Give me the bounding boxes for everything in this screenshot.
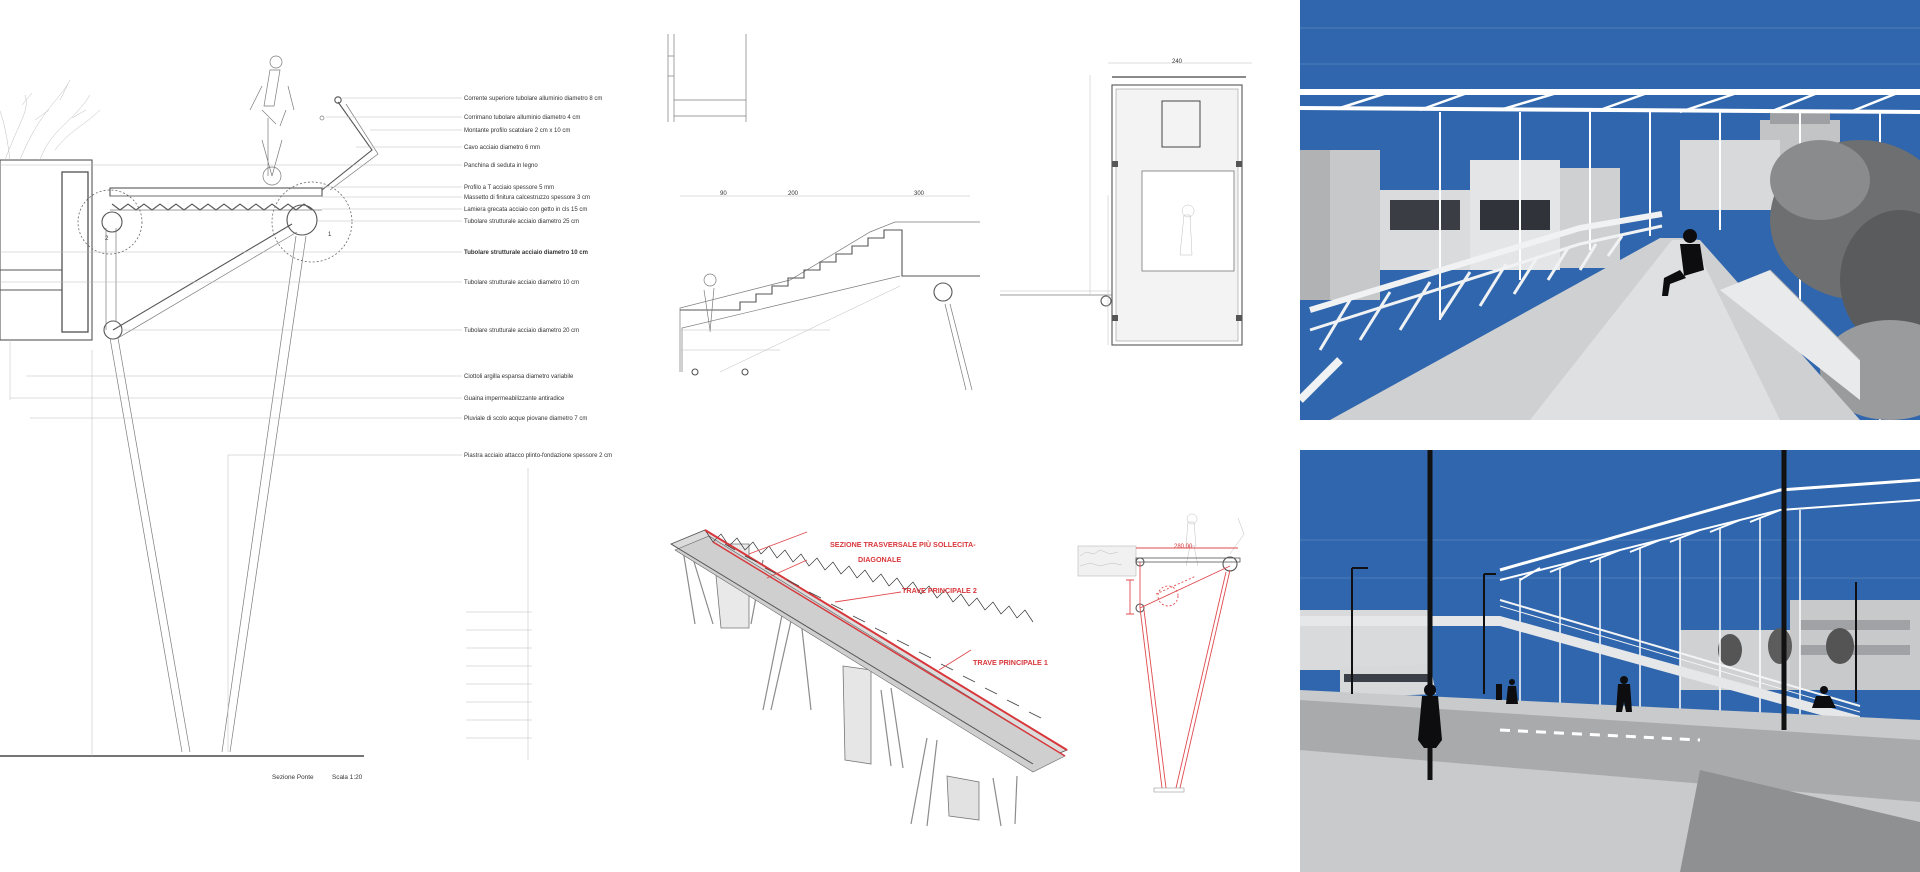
section-caption: Sezione Ponte Scala 1:20 (272, 774, 363, 781)
structure-leaders (748, 531, 972, 671)
deck-truss (670, 529, 1068, 773)
label-metal-deck: Lamiera grecata acciaio con getto in cls… (464, 207, 587, 213)
street-canopy (1499, 478, 1920, 748)
render-deck (1300, 238, 1861, 420)
lift-section-drawing: 240 (1000, 55, 1260, 395)
svg-text:280.00: 280.00 (1174, 544, 1193, 550)
label-t-profile: Profilo a T acciaio spessore 5 mm (464, 185, 554, 191)
material-labels: Corrente superiore tubolare alluminio di… (464, 96, 612, 459)
structure-labels: SEZIONE TRASVERSALE PIÙ SOLLECITA- DIAGO… (830, 540, 1048, 667)
svg-text:300: 300 (914, 191, 925, 197)
render-deck-view (1300, 0, 1920, 420)
section-marker-1: 1 (328, 232, 332, 238)
bridge-section-drawing: 2 1 Corrente sup (0, 0, 640, 800)
render-railing (1300, 211, 1663, 403)
label-tube-25: Tubolare strutturale acciaio diametro 25… (464, 219, 579, 225)
label-top-rail: Corrente superiore tubolare alluminio di… (464, 96, 602, 102)
label-handrail: Corrimano tubolare alluminio diametro 4 … (464, 115, 580, 121)
render-street-view (1300, 450, 1920, 872)
faint-elevation-sketch (466, 468, 532, 760)
label-base-plate: Piastra acciaio attacco plinto-fondazion… (464, 453, 612, 459)
svg-text:240: 240 (1172, 59, 1183, 65)
label-tube-20: Tubolare strutturale acciaio diametro 20… (464, 328, 579, 334)
label-steel-cable: Cavo acciaio diametro 6 mm (464, 145, 540, 151)
label-tube-10-b: Tubolare strutturale acciaio diametro 10… (464, 280, 579, 286)
street-people (1418, 676, 1836, 748)
static-scheme-drawing: 280.00 (1070, 490, 1270, 810)
street-ground (1300, 690, 1920, 872)
section-marker-2: 2 (105, 236, 109, 242)
label-critical-section: SEZIONE TRASVERSALE PIÙ SOLLECITA- (830, 540, 976, 549)
stair-elevation-drawing: 90 200 300 (660, 20, 1000, 400)
label-upright: Montante profilo scatolare 2 cm x 10 cm (464, 128, 570, 134)
label-diagonal: DIAGONALE (858, 555, 901, 564)
structure: 2 1 (0, 181, 364, 757)
caption-title: Sezione Ponte (272, 774, 314, 781)
street-tram (1340, 664, 1436, 698)
svg-text:200: 200 (788, 191, 799, 197)
svg-text:90: 90 (720, 191, 727, 197)
label-tube-10-a: Tubolare strutturale acciaio diametro 10… (464, 250, 588, 256)
label-main-beam-2: TRAVE PRINCIPALE 2 (902, 586, 977, 595)
render-seated-person (1662, 229, 1704, 296)
leader-lines (0, 97, 462, 752)
render-trees (1770, 140, 1920, 420)
street-ramp (1300, 599, 1861, 726)
label-screed: Massetto di finitura calcestruzzo spesso… (464, 195, 590, 201)
cyclist-figure (249, 55, 295, 186)
stair-elevation: 90 200 300 (679, 191, 980, 391)
railing-arm (319, 96, 379, 191)
label-main-beam-1: TRAVE PRINCIPALE 1 (973, 658, 1048, 667)
structural-axonometric: SEZIONE TRASVERSALE PIÙ SOLLECITA- DIAGO… (665, 520, 1070, 840)
label-clay-pebbles: Ciottoli argilla espansa diametro variab… (464, 374, 574, 380)
caption-scale: Scala 1:20 (332, 774, 363, 781)
planter-wall (0, 79, 101, 341)
label-membrane: Guaina impermeabilizzante antiradice (464, 396, 565, 402)
label-downpipe: Pluviale di scolo acque piovane diametro… (464, 416, 587, 422)
small-detail (667, 34, 747, 122)
label-bench: Panchina di seduta in legno (464, 163, 538, 169)
bridge-deck (109, 187, 323, 211)
